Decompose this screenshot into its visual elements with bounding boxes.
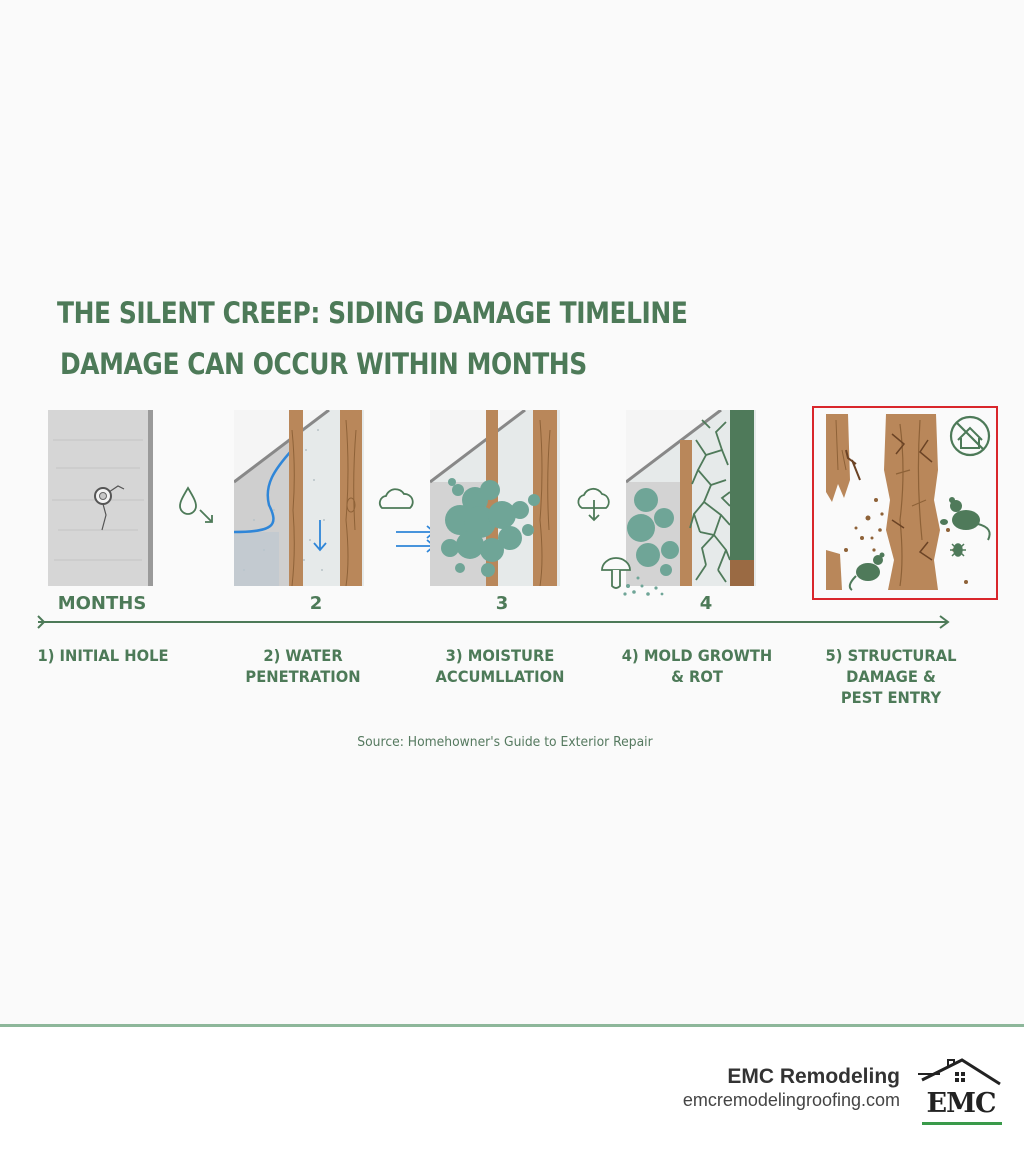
step-label-2: 2) WATER PENETRATION <box>245 646 361 686</box>
panel-mold-rot <box>626 410 756 586</box>
bug-icon <box>940 519 948 525</box>
marker-4: 4 <box>699 593 713 614</box>
panel-moisture-accumulation <box>430 410 560 586</box>
moisture-arrows-icon <box>378 488 436 553</box>
panel-structural-damage <box>826 414 991 591</box>
page-subtitle: DAMAGE CAN OCCUR WITHIN MONTHS <box>60 347 587 381</box>
marker-2: 2 <box>309 593 323 614</box>
marker-months: MONTHS <box>57 593 147 614</box>
company-name: EMC Remodeling <box>727 1065 900 1088</box>
insect-icon <box>950 543 966 557</box>
page-title: THE SILENT CREEP: SIDING DAMAGE TIMELINE <box>57 296 688 330</box>
step-label-4: 4) MOLD GROWTH & ROT <box>621 646 773 686</box>
logo-text: EMC <box>926 1088 997 1119</box>
footer <box>0 1027 1024 1154</box>
step-label-5: 5) STRUCTURAL DAMAGE & PEST ENTRY <box>825 646 957 707</box>
mushroom-spores-icon <box>601 557 664 596</box>
footer-divider <box>0 1024 1024 1027</box>
house-roof-icon <box>918 1058 1001 1086</box>
company-website[interactable]: emcremodelingroofing.com <box>682 1090 900 1110</box>
source-note: Source: Homehowner's Guide to Exterior R… <box>357 735 653 750</box>
step-label-3: 3) MOISTURE ACCUMLLATION <box>435 646 565 686</box>
cloud-drip-icon <box>577 487 610 522</box>
panel-initial-hole <box>48 410 153 586</box>
mold-patch-icon <box>441 478 540 577</box>
logo-underline <box>922 1122 1002 1125</box>
marker-3: 3 <box>495 593 509 614</box>
droplet-icon <box>179 486 213 523</box>
no-home-icon <box>949 415 991 457</box>
emc-logo: EMC <box>918 1056 1004 1126</box>
rat-icon <box>949 497 991 541</box>
step-label-1: 1) INITIAL HOLE <box>37 646 169 665</box>
panel-water-penetration <box>234 410 364 586</box>
mouse-icon <box>848 552 885 591</box>
